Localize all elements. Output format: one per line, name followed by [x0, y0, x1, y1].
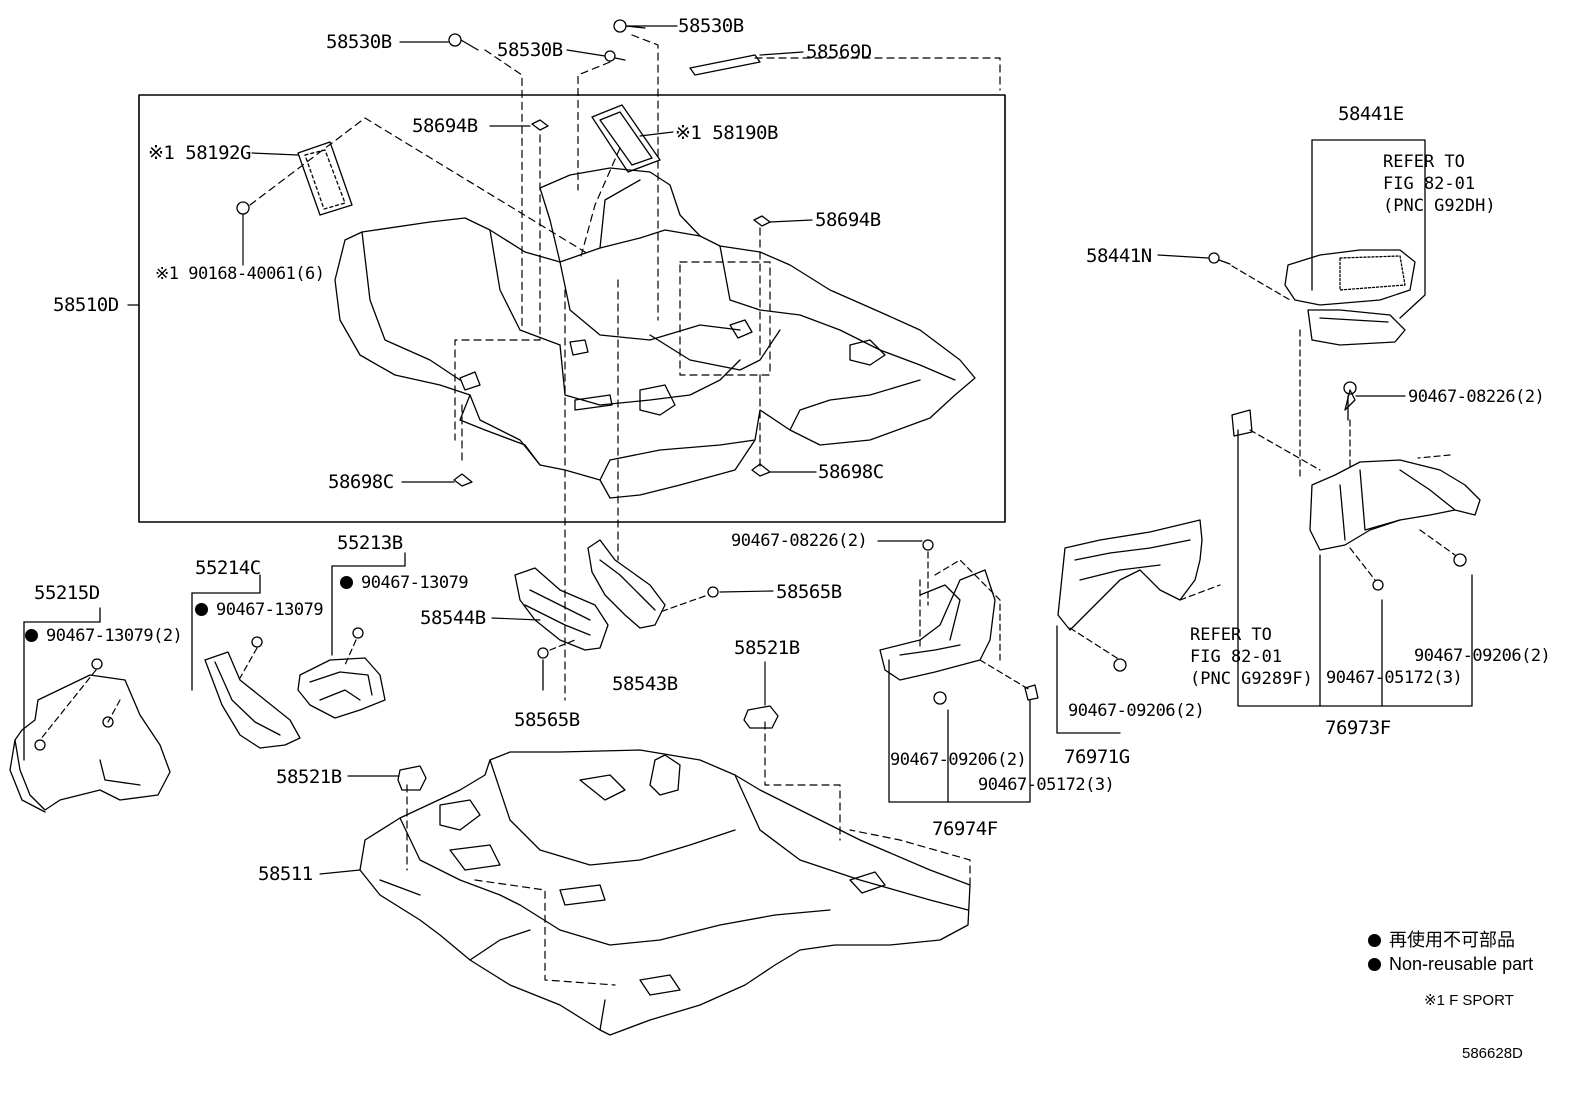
label-90467-05172-left: 90467-05172(3) [978, 775, 1115, 795]
fasteners-top [236, 19, 771, 487]
clip-55215D [91, 658, 103, 670]
refer-note-bottom-line2: FIG 82-01 [1190, 647, 1283, 667]
label-58521B-right: 58521B [734, 637, 800, 659]
non-reusable-dot [340, 576, 353, 589]
label-55213B: 55213B [337, 532, 403, 554]
label-58698C-left: 58698C [328, 471, 394, 493]
scuff-plates [297, 104, 661, 216]
refer-note-bottom: REFER TO FIG 82-01 (PNC G9289F) [1190, 624, 1313, 690]
part-55215D-leaders [39, 669, 121, 741]
refer-note-top-line3: (PNC G92DH) [1383, 196, 1496, 216]
label-58530B-left: 58530B [326, 31, 392, 53]
part-76974F [879, 539, 1039, 803]
label-58694B-right: 58694B [815, 209, 881, 231]
legend-jp-text: 再使用不可部品 [1389, 930, 1515, 950]
label-76973F: 76973F [1325, 717, 1391, 739]
non-reusable-dot [1368, 958, 1381, 971]
carpet-leader-lines [249, 34, 1001, 701]
label-leaders [127, 25, 1406, 875]
refer-note-bottom-line1: REFER TO [1190, 625, 1272, 645]
label-90467-13079-b: 90467-13079 [340, 572, 469, 594]
label-58190B: ※1 58190B [675, 122, 778, 144]
floor-pan-58511 [359, 749, 971, 1036]
part-58441E [1208, 139, 1426, 346]
label-58511: 58511 [258, 863, 313, 885]
part-76973F-leaders [1249, 329, 1456, 581]
part-55214C-leader [239, 647, 258, 679]
legend-jp: 再使用不可部品 [1368, 928, 1515, 952]
label-76971G: 76971G [1064, 746, 1130, 768]
label-90467-13079-a-text: 90467-13079 [216, 600, 324, 620]
part-58543B [587, 539, 666, 629]
legend-en-text: Non-reusable part [1389, 954, 1534, 974]
part-76971G [1056, 519, 1203, 734]
part-55215D [9, 607, 171, 813]
label-76974F: 76974F [932, 818, 998, 840]
label-58569D: 58569D [806, 41, 872, 63]
part-55214C [191, 574, 301, 749]
part-76973F [1231, 381, 1481, 707]
non-reusable-dot [1368, 934, 1381, 947]
label-58441E: 58441E [1338, 103, 1404, 125]
label-55214C: 55214C [195, 557, 261, 579]
label-90467-09206-left: 90467-09206(2) [890, 750, 1027, 770]
label-58441N: 58441N [1086, 245, 1152, 267]
floor-clips [397, 705, 779, 791]
label-58521B-left: 58521B [276, 766, 342, 788]
refer-note-top-line2: FIG 82-01 [1383, 174, 1476, 194]
part-76971G-leaders [1069, 584, 1221, 661]
floor-pan-leaders [406, 721, 971, 986]
figure-id: 586628D [1462, 1045, 1523, 1062]
label-58694B-top: 58694B [412, 115, 478, 137]
part-58544B [514, 567, 609, 651]
label-90467-13079-a: 90467-13079 [195, 599, 324, 621]
label-58510D: 58510D [53, 294, 119, 316]
label-90467-13079-b-text: 90467-13079 [361, 573, 469, 593]
label-58192G: ※1 58192G [148, 142, 251, 164]
label-58698C-right: 58698C [818, 461, 884, 483]
label-58565B-right: 58565B [776, 581, 842, 603]
label-55215D: 55215D [34, 582, 100, 604]
floor-carpet-58510D [334, 167, 976, 499]
label-90467-05172-right: 90467-05172(3) [1326, 668, 1463, 688]
label-58544B: 58544B [420, 607, 486, 629]
label-90467-08226-right: 90467-08226(2) [1408, 387, 1545, 407]
refer-note-top: REFER TO FIG 82-01 (PNC G92DH) [1383, 151, 1496, 217]
label-90467-08226-center: 90467-08226(2) [731, 531, 868, 551]
label-58565B-bottom: 58565B [514, 709, 580, 731]
refer-note-bottom-line3: (PNC G9289F) [1190, 669, 1313, 689]
refer-note-top-line1: REFER TO [1383, 152, 1465, 172]
label-90467-13079-2: 90467-13079(2) [25, 625, 183, 647]
part-76974F-leaders [919, 551, 1031, 691]
fasteners-58565B [537, 586, 719, 691]
legend-sport-note: ※1 F SPORT [1424, 992, 1514, 1009]
non-reusable-dot [195, 603, 208, 616]
part-55213B-leader [344, 639, 357, 666]
label-90467-13079-2-text: 90467-13079(2) [46, 626, 183, 646]
label-90467-09206-mid: 90467-09206(2) [1068, 701, 1205, 721]
part-58441N-leader [1231, 265, 1291, 301]
label-58543B: 58543B [612, 673, 678, 695]
fasteners-58565B-leaders [549, 595, 706, 651]
label-90467-09206-right: 90467-09206(2) [1414, 646, 1551, 666]
label-58530B-middle: 58530B [497, 39, 563, 61]
non-reusable-dot [25, 629, 38, 642]
carpet-assembly-frame [138, 94, 1006, 523]
legend-en: Non-reusable part [1368, 952, 1533, 976]
label-90168-40061: ※1 90168-40061(6) [155, 264, 325, 284]
label-58530B-right: 58530B [678, 15, 744, 37]
